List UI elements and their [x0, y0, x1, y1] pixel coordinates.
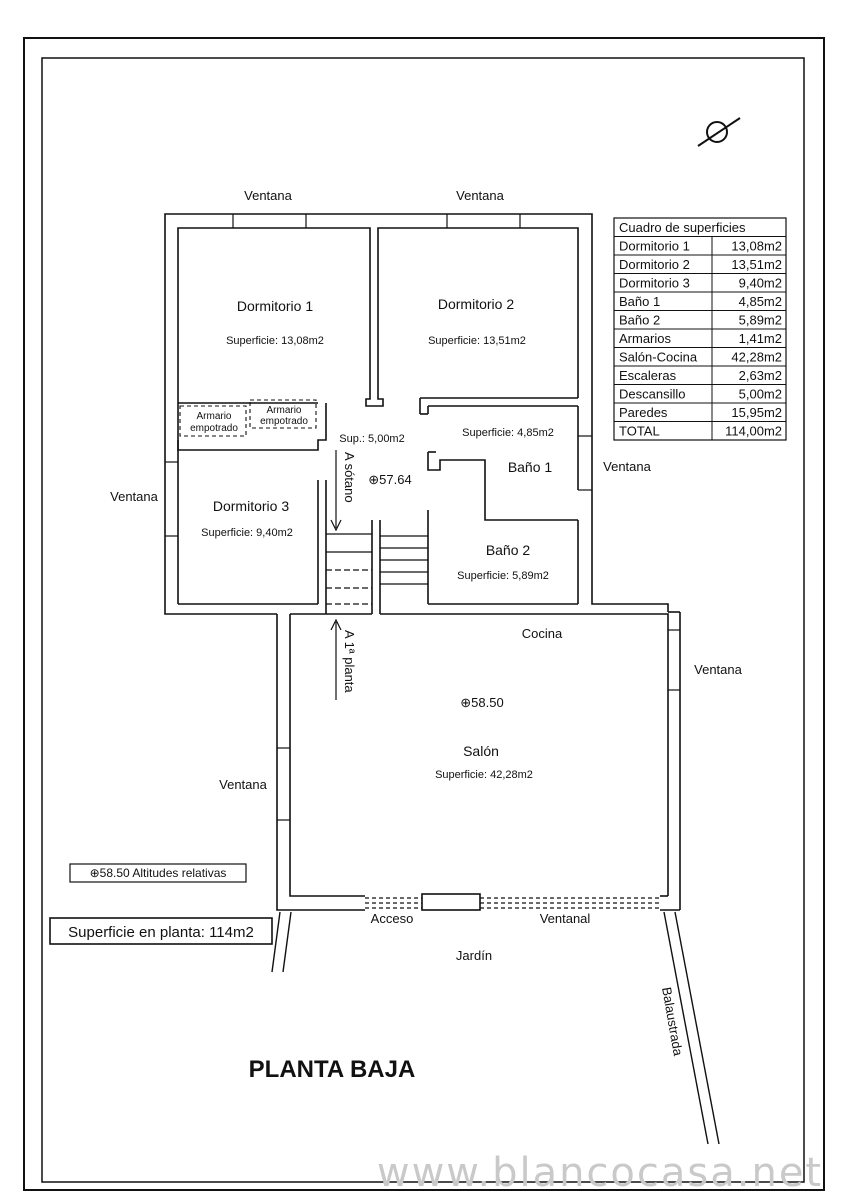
access-label: Acceso	[371, 911, 414, 926]
table-row-label: Descansillo	[619, 387, 685, 402]
table-row-value: 1,41m2	[739, 331, 782, 346]
table-row-value: 13,08m2	[731, 239, 782, 254]
walls	[164, 213, 681, 911]
table-row-value: 4,85m2	[739, 294, 782, 309]
table-header: Cuadro de superficies	[619, 220, 746, 235]
kitchen-label: Cocina	[522, 626, 563, 641]
wardrobe-1-line1: Armario	[196, 411, 231, 422]
table-row-value: 5,89m2	[739, 313, 782, 328]
outer-frame	[23, 37, 825, 1191]
table-row-label: Baño 2	[619, 313, 660, 328]
room-area-salon: Superficie: 42,28m2	[435, 769, 533, 781]
table-row-label: Dormitorio 2	[619, 257, 690, 272]
table-row-value: 114,00m2	[725, 424, 782, 439]
table-row-value: 15,95m2	[731, 405, 782, 420]
wardrobe-1-line2: empotrado	[190, 423, 238, 434]
table-row-label: Dormitorio 3	[619, 276, 690, 291]
room-area-bano2: Superficie: 5,89m2	[457, 570, 549, 582]
room-name-bano1: Baño 1	[508, 459, 553, 475]
table-row-value: 9,40m2	[739, 276, 782, 291]
table-row-label: Paredes	[619, 405, 668, 420]
table-row-value: 2,63m2	[739, 368, 782, 383]
room-area-dormitorio3: Superficie: 9,40m2	[201, 527, 293, 539]
balustrade-label: Balaustrada	[659, 986, 686, 1058]
room-name-dormitorio2: Dormitorio 2	[438, 296, 514, 312]
room-area-dormitorio2: Superficie: 13,51m2	[428, 335, 526, 347]
table-row-value: 5,00m2	[739, 387, 782, 402]
ventanal-label: Ventanal	[540, 911, 591, 926]
built-in-wardrobes	[179, 399, 317, 437]
stairs-up-label: A 1ª planta	[342, 630, 357, 693]
surface-total-box	[49, 917, 273, 945]
stairs	[326, 450, 428, 700]
table-row-value: 13,51m2	[731, 257, 782, 272]
room-area-bano1: Superficie: 4,85m2	[462, 427, 554, 439]
table-row-value: 42,28m2	[731, 350, 782, 365]
window-marks	[165, 214, 680, 821]
wardrobe-2-line2: empotrado	[260, 416, 308, 427]
plan-title: PLANTA BAJA	[249, 1056, 416, 1083]
north-arrow-icon	[697, 117, 741, 147]
window-label-salon: Ventana	[219, 777, 267, 792]
room-name-bano2: Baño 2	[486, 542, 531, 558]
window-label-cocina: Ventana	[694, 662, 742, 677]
level-hall: ⊕57.64	[368, 472, 411, 487]
openings	[365, 897, 660, 909]
window-label-top-right: Ventana	[456, 188, 504, 203]
wardrobe-2-line1: Armario	[266, 405, 301, 416]
table-row-label: Dormitorio 1	[619, 239, 690, 254]
table-row-label: Salón-Cocina	[619, 350, 698, 365]
room-area-dormitorio1: Superficie: 13,08m2	[226, 335, 324, 347]
balustrade	[271, 911, 720, 1145]
surface-total: Superficie en planta: 114m2	[68, 924, 254, 941]
room-name-salon: Salón	[463, 743, 499, 759]
garden-label: Jardín	[456, 948, 492, 963]
window-label-left: Ventana	[110, 489, 158, 504]
altitudes-legend: ⊕58.50 Altitudes relativas	[90, 866, 227, 880]
watermark: www.blancocasa.net	[377, 1150, 823, 1196]
room-name-dormitorio1: Dormitorio 1	[237, 298, 313, 314]
room-name-dormitorio3: Dormitorio 3	[213, 498, 289, 514]
table-row-label: Escaleras	[619, 368, 677, 383]
table-row-label: Armarios	[619, 331, 672, 346]
altitudes-legend-box	[69, 863, 247, 883]
inner-frame	[41, 57, 805, 1183]
hall-area: Sup.: 5,00m2	[339, 433, 404, 445]
window-label-top-left: Ventana	[244, 188, 292, 203]
level-salon: ⊕58.50	[460, 695, 503, 710]
table-row-label: Baño 1	[619, 294, 660, 309]
window-label-bano1: Ventana	[603, 459, 651, 474]
stairs-down-label: A sótano	[342, 452, 357, 503]
table-row-label: TOTAL	[619, 424, 660, 439]
